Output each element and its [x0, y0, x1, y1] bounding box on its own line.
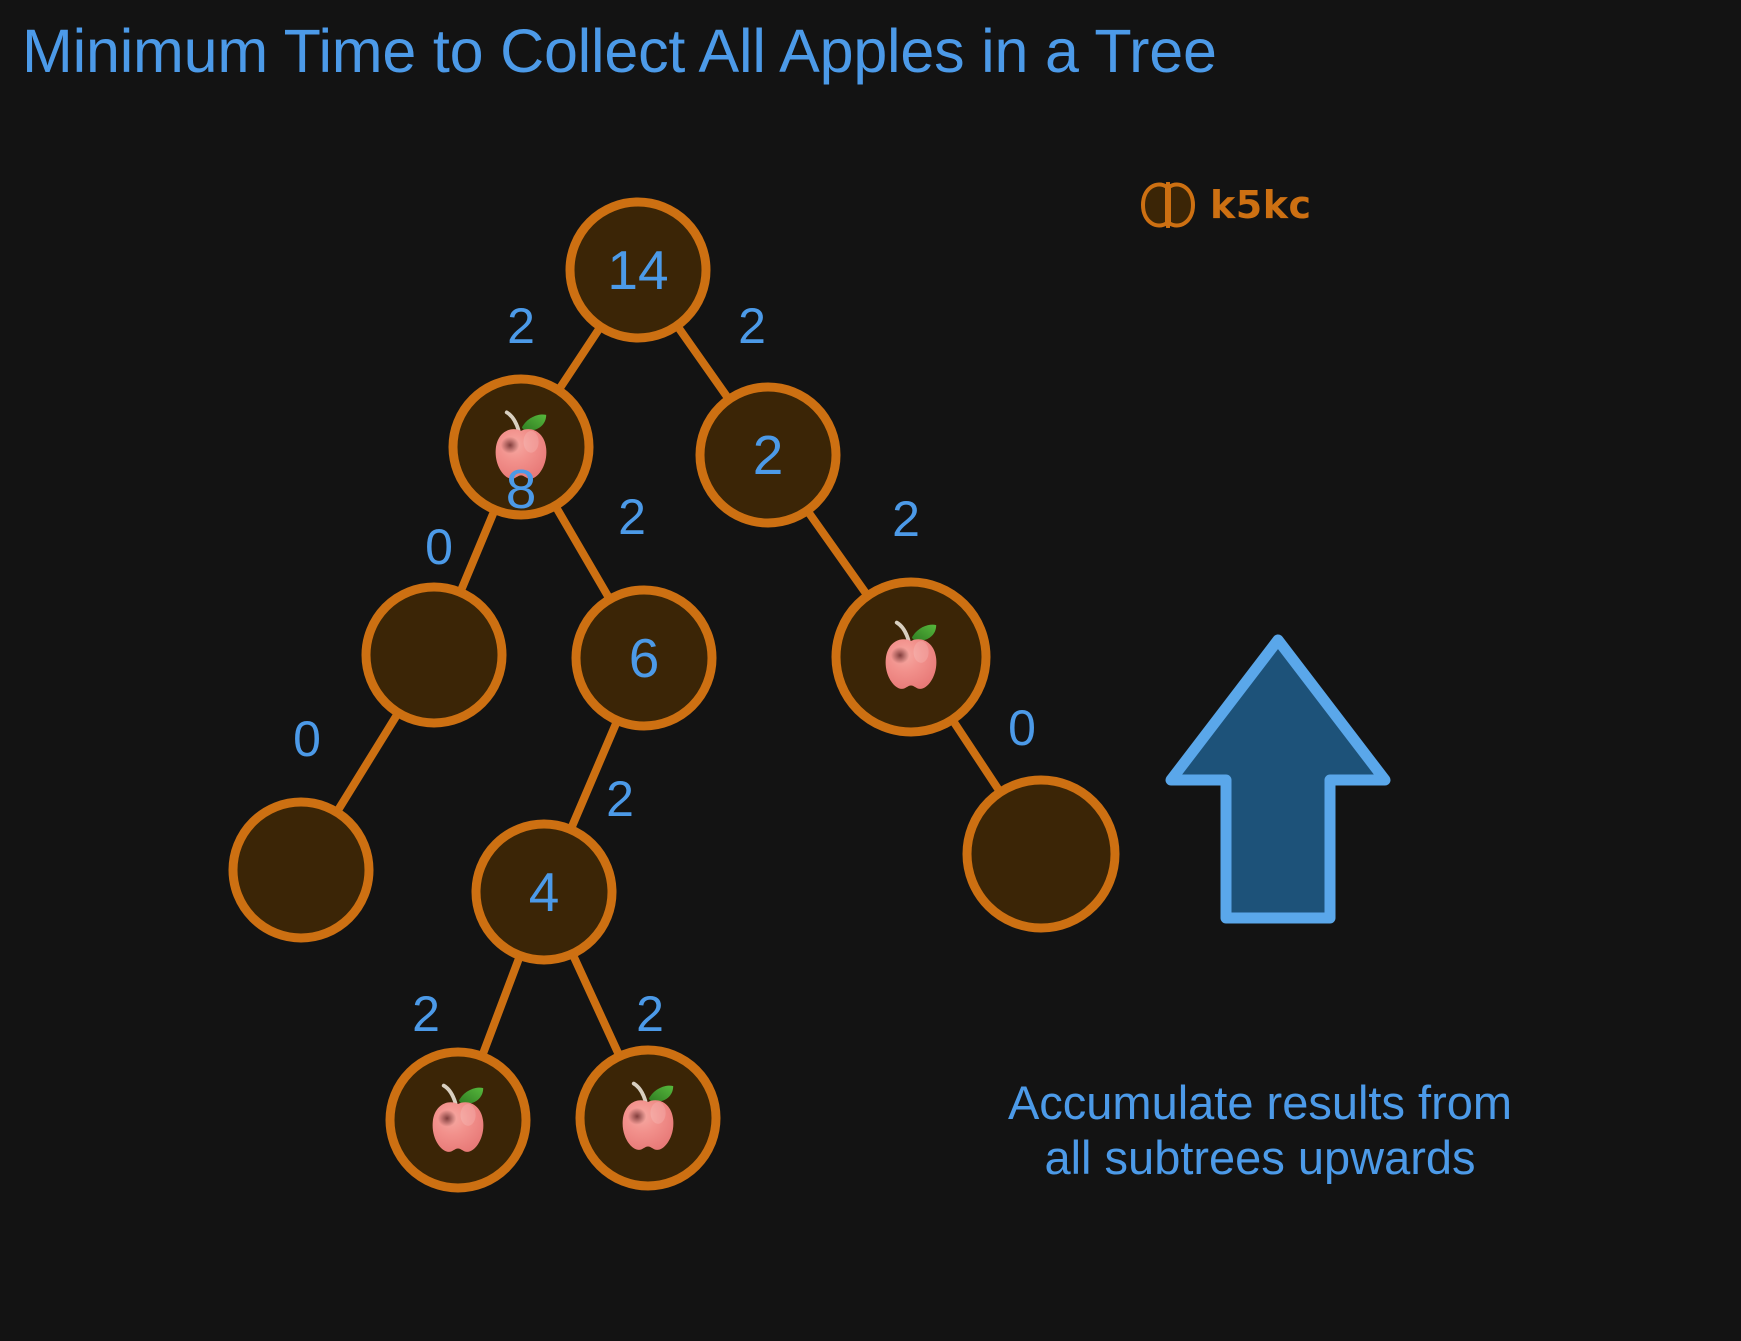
tree-node[interactable]: [831, 577, 991, 737]
node-circle[interactable]: [228, 797, 374, 943]
tree-node[interactable]: [575, 1045, 721, 1191]
brand-watermark: k5kc: [1140, 182, 1312, 228]
tree-node[interactable]: [962, 775, 1120, 933]
tree-edge: [457, 507, 498, 595]
tree-node[interactable]: [385, 1047, 531, 1193]
edge-weight-label: 2: [892, 491, 920, 547]
node-circle[interactable]: [571, 585, 717, 731]
page-title: Minimum Time to Collect All Apples in a …: [22, 17, 1217, 85]
tree-node[interactable]: 14: [565, 197, 711, 343]
node-value-label: 8: [506, 458, 537, 520]
node-circle[interactable]: [565, 197, 711, 343]
tree-node[interactable]: 6: [571, 585, 717, 731]
tree-edge: [333, 710, 402, 815]
node-circle[interactable]: [962, 775, 1120, 933]
edge-weight-label: 2: [606, 771, 634, 827]
edge-weight-label: 2: [738, 298, 766, 354]
annotation-caption: Accumulate results from all subtrees upw…: [960, 1076, 1560, 1185]
tree-edge: [552, 503, 613, 602]
caption-line-2: all subtrees upwards: [1044, 1130, 1476, 1184]
tree-edge: [555, 324, 604, 393]
tree-node[interactable]: [228, 797, 374, 943]
tree-edge: [949, 717, 1004, 795]
node-value-label: 4: [529, 861, 560, 923]
node-circle[interactable]: [471, 819, 617, 965]
caption-line-1: Accumulate results from: [1007, 1076, 1513, 1129]
edge-label-layer: 2 2 0 2 2 0 2 0 2 2: [293, 298, 1036, 1042]
tree-node[interactable]: 4: [471, 819, 617, 965]
edge-weight-label: 0: [293, 711, 321, 767]
tree-edge: [674, 323, 732, 402]
tree-edge: [804, 508, 871, 599]
edge-weight-label: 0: [425, 519, 453, 575]
edge-weight-label: 2: [507, 298, 535, 354]
edge-weight-label: 0: [1008, 700, 1036, 756]
node-circle[interactable]: [695, 382, 841, 528]
tree-node[interactable]: 2: [695, 382, 841, 528]
tree-edge: [567, 718, 621, 832]
up-arrow-icon: [1165, 634, 1391, 924]
edge-weight-label: 2: [636, 986, 664, 1042]
node-value-label: 14: [607, 239, 668, 301]
node-value-label: 2: [753, 424, 784, 486]
node-circle[interactable]: [361, 582, 507, 728]
node-value-label: 6: [629, 627, 660, 689]
node-layer: 14 8 2 6 4: [228, 197, 1120, 1193]
brand-name: k5kc: [1210, 183, 1312, 227]
edge-layer: [333, 323, 1004, 1059]
tree-edge: [569, 951, 623, 1059]
butterfly-logo-icon: [1141, 182, 1195, 228]
edge-weight-label: 2: [618, 489, 646, 545]
edge-weight-label: 2: [412, 986, 440, 1042]
tree-edge: [478, 953, 524, 1059]
tree-node[interactable]: 8: [448, 374, 594, 520]
tree-node[interactable]: [361, 582, 507, 728]
